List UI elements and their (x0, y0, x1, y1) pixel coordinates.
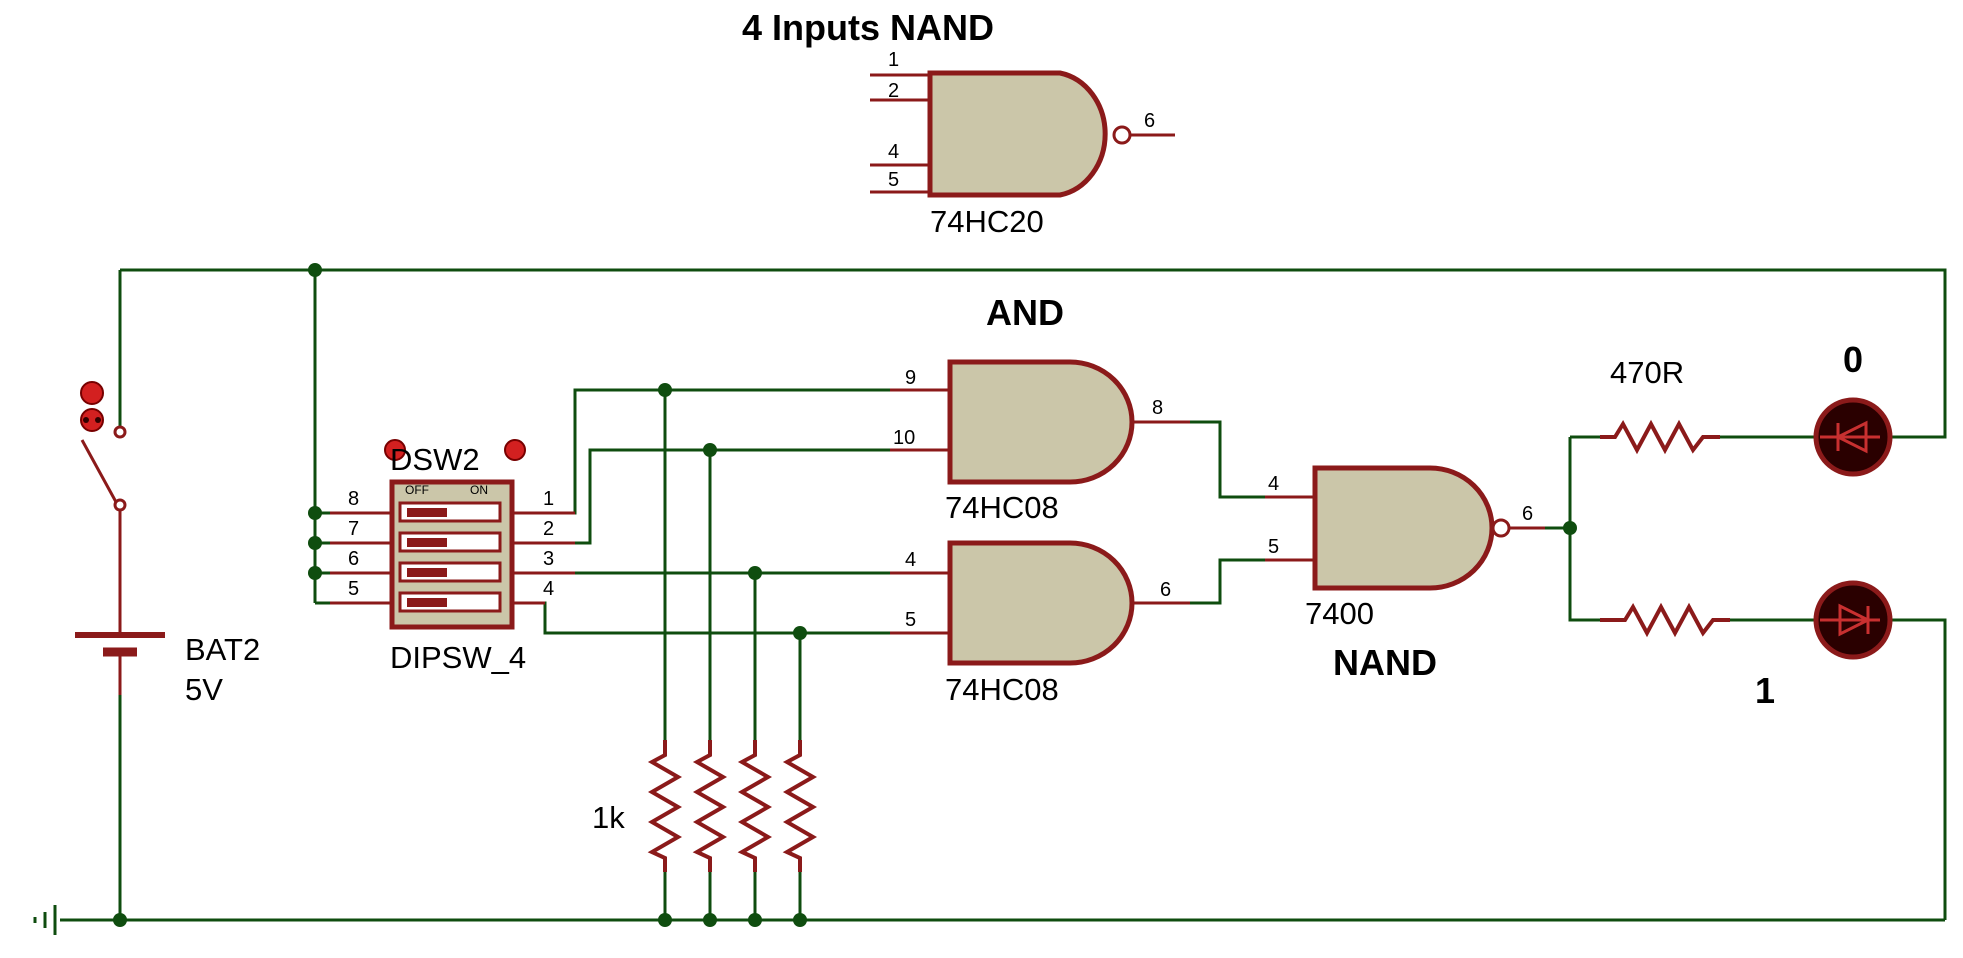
led-1-label: 1 (1755, 670, 1775, 711)
and1-pin-9: 9 (905, 367, 916, 389)
and2-pin-4: 4 (905, 549, 916, 571)
and2-pin-6: 6 (1160, 579, 1171, 601)
dip-pin-3: 3 (543, 548, 554, 570)
led-resistor-value: 470R (1610, 355, 1684, 390)
led-0-label: 0 (1843, 339, 1863, 380)
and2-pin-5: 5 (905, 609, 916, 631)
nand-74hc20-bubble (1112, 125, 1132, 145)
pulldown-resistor (647, 740, 683, 872)
led-1: 1 (1755, 580, 1893, 711)
power-switch[interactable] (80, 381, 127, 620)
nand-gate-part: 7400 (1305, 596, 1374, 631)
ground-icon (33, 905, 57, 935)
dip-off-label: OFF (405, 483, 429, 497)
nand-gate-body (1312, 465, 1495, 591)
and-gate-2-body (947, 540, 1135, 666)
n20-pin-2: 2 (888, 80, 899, 102)
dip-pin-6: 6 (348, 548, 359, 570)
nand-74hc20-body (927, 70, 1108, 198)
battery-ref: BAT2 (185, 632, 260, 667)
and-gate-1: AND 9 10 8 74HC08 (890, 292, 1190, 525)
and-gate-2: 4 5 6 74HC08 (890, 540, 1190, 707)
dip-switch-part: DIPSW_4 (390, 640, 526, 675)
dip-on-label: ON (470, 483, 488, 497)
pulldown-resistor (737, 740, 773, 872)
dip-pin-8: 8 (348, 488, 359, 510)
n20-pin-5: 5 (888, 169, 899, 191)
led-resistors: 470R (1600, 355, 1730, 638)
nand-74hc20-part: 74HC20 (930, 204, 1044, 239)
nand-gate-7400: 4 5 6 7400 NAND (1265, 465, 1545, 683)
battery-value: 5V (185, 672, 223, 707)
and1-pin-10: 10 (893, 427, 915, 449)
dip-pin-2: 2 (543, 518, 554, 540)
switch-handle-icon[interactable] (80, 381, 104, 405)
dip-probe-icon[interactable] (384, 439, 406, 461)
nand-title: NAND (1333, 642, 1437, 683)
and1-pin-8: 8 (1152, 397, 1163, 419)
and-gate-1-part: 74HC08 (945, 490, 1059, 525)
battery-bat2: BAT2 5V (75, 620, 260, 707)
dip-lever-2[interactable] (398, 531, 502, 553)
dip-probe-icon[interactable] (504, 439, 526, 461)
dip-pin-5: 5 (348, 578, 359, 600)
n20-pin-6: 6 (1144, 110, 1155, 132)
n20-pin-1: 1 (888, 49, 899, 71)
pulldown-resistor (692, 740, 728, 872)
pulldown-resistor (782, 740, 818, 872)
n20-pin-4: 4 (888, 141, 899, 163)
dip-pin-7: 7 (348, 518, 359, 540)
title-4-inputs-nand: 4 Inputs NAND (742, 7, 994, 48)
and-gate-2-part: 74HC08 (945, 672, 1059, 707)
dip-pin-1: 1 (543, 488, 554, 510)
nand-pin-6: 6 (1522, 503, 1533, 525)
nand-pin-4: 4 (1268, 473, 1279, 495)
nand-gate-bubble (1491, 518, 1511, 538)
dip-lever-3[interactable] (398, 561, 502, 583)
wires (60, 268, 1947, 922)
switch-handle-icon[interactable] (80, 408, 104, 432)
dip-lever-4[interactable] (398, 591, 502, 613)
junctions (113, 263, 1577, 927)
dip-switch-ref: DSW2 (390, 442, 480, 477)
pulldown-value: 1k (592, 800, 625, 835)
led-resistor-top (1600, 419, 1720, 455)
dip-switch-dsw2: OFF ON DSW2 DIPSW_4 8 7 6 5 1 2 3 4 (330, 439, 575, 675)
nand-74hc20: 4 Inputs NAND 1 2 4 5 6 74HC20 (742, 7, 1175, 239)
led-resistor-bottom (1600, 602, 1730, 638)
nand-pin-5: 5 (1268, 536, 1279, 558)
dip-lever-1[interactable] (398, 501, 502, 523)
led-0: 0 (1813, 339, 1893, 477)
dip-pin-4: 4 (543, 578, 554, 600)
and-gate-1-body (947, 359, 1135, 485)
and-title: AND (986, 292, 1064, 333)
pulldown-resistors: 1k (592, 740, 818, 872)
